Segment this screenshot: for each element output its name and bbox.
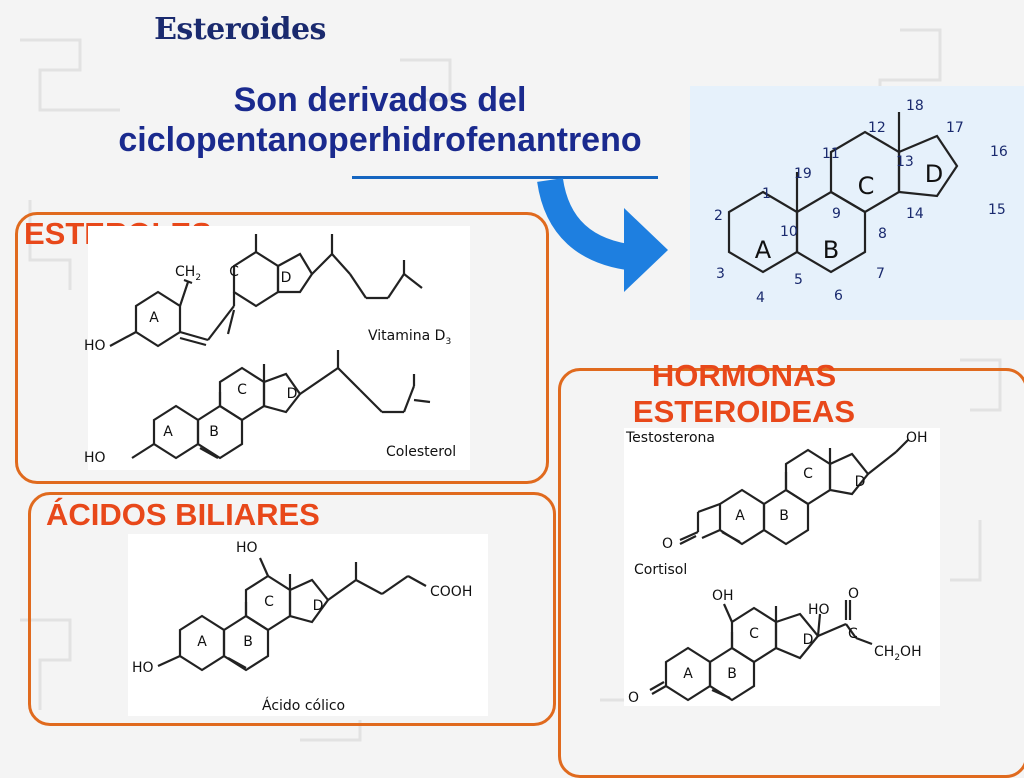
colico-ring-d: D bbox=[313, 598, 324, 614]
acidos-biliares-box bbox=[28, 492, 556, 726]
hormonas-heading-line-1: HORMONAS bbox=[651, 358, 837, 393]
testosterona-oh: OH bbox=[906, 430, 928, 446]
colico-ring-b: B bbox=[243, 634, 253, 650]
testosterona-o: O bbox=[662, 536, 673, 552]
vitamin-ho: HO bbox=[84, 338, 106, 354]
colico-ring-a: A bbox=[197, 634, 207, 650]
slide-title: Esteroides bbox=[154, 12, 326, 47]
nucleus-num-3: 3 bbox=[716, 266, 725, 282]
cortisol-ring-c: C bbox=[749, 626, 759, 642]
cholesterol-ring-b: B bbox=[209, 424, 219, 440]
nucleus-num-2: 2 bbox=[714, 208, 723, 224]
nucleus-num-12: 12 bbox=[868, 120, 886, 136]
nucleus-num-1: 1 bbox=[762, 186, 771, 202]
nucleus-ring-c: C bbox=[858, 172, 875, 200]
vitamin-ch2: CH2 bbox=[175, 264, 201, 283]
cortisol-caption: Cortisol bbox=[634, 562, 687, 578]
nucleus-ring-b: B bbox=[823, 236, 839, 264]
nucleus-panel: A B C D 1 2 3 4 5 6 7 8 9 10 11 12 13 14… bbox=[690, 86, 1024, 320]
colico-cooh: COOH bbox=[430, 584, 472, 600]
nucleus-num-14: 14 bbox=[906, 206, 924, 222]
nucleus-num-11: 11 bbox=[822, 146, 840, 162]
nucleus-num-9: 9 bbox=[832, 206, 841, 222]
esteroles-box bbox=[15, 212, 549, 484]
steroid-nucleus-diagram: A B C D 1 2 3 4 5 6 7 8 9 10 11 12 13 14… bbox=[714, 98, 1008, 306]
testosterona-caption: Testosterona bbox=[625, 430, 715, 446]
nucleus-num-7: 7 bbox=[876, 266, 885, 282]
cortisol-ch2oh: CH2OH bbox=[874, 644, 922, 663]
testosterona-structure: A B C D Testosterona OH O bbox=[625, 430, 928, 552]
curved-arrow-icon bbox=[537, 177, 668, 292]
hormonas-heading-line-2: ESTEROIDEAS bbox=[632, 394, 856, 429]
testosterona-ring-b: B bbox=[779, 508, 789, 524]
subtitle-line-2: ciclopentanoperhidrofenantreno bbox=[118, 121, 642, 159]
nucleus-num-8: 8 bbox=[878, 226, 887, 242]
vitamin-caption: Vitamina D3 bbox=[368, 328, 451, 347]
nucleus-num-4: 4 bbox=[756, 290, 765, 306]
cholesterol-ho: HO bbox=[84, 450, 106, 466]
cortisol-ring-d: D bbox=[803, 632, 814, 648]
colico-ho-left: HO bbox=[132, 660, 154, 676]
cortisol-o-top: O bbox=[848, 586, 859, 602]
cholesterol-ring-d: D bbox=[287, 386, 298, 402]
esteroles-panel: A C D CH2 HO Vitamina D3 A B C D HO C bbox=[84, 226, 470, 470]
colico-caption: Ácido cólico bbox=[262, 697, 345, 714]
testosterona-ring-c: C bbox=[803, 466, 813, 482]
cortisol-oh: OH bbox=[712, 588, 734, 604]
nucleus-num-6: 6 bbox=[834, 288, 843, 304]
slide-subtitle: Son derivados del ciclopentanoperhidrofe… bbox=[60, 80, 700, 160]
nucleus-ring-d: D bbox=[925, 160, 943, 188]
nucleus-num-18: 18 bbox=[906, 98, 924, 114]
cholesterol-caption: Colesterol bbox=[386, 444, 456, 460]
nucleus-num-15: 15 bbox=[988, 202, 1006, 218]
subtitle-line-1: Son derivados del bbox=[233, 81, 527, 119]
testosterona-ring-a: A bbox=[735, 508, 745, 524]
vitamin-ring-c: C bbox=[229, 264, 239, 280]
nucleus-num-5: 5 bbox=[794, 272, 803, 288]
acido-colico-structure: A B C D HO HO COOH Ácido cólico bbox=[132, 540, 472, 714]
nucleus-ring-a: A bbox=[755, 236, 772, 264]
subtitle-underline bbox=[352, 176, 658, 179]
nucleus-num-17: 17 bbox=[946, 120, 964, 136]
cholesterol-ring-a: A bbox=[163, 424, 173, 440]
cholesterol-ring-c: C bbox=[237, 382, 247, 398]
hormonas-heading: HORMONAS ESTEROIDEAS bbox=[620, 358, 868, 430]
vitamin-d3-structure: A C D CH2 HO Vitamina D3 A B C D HO C bbox=[84, 234, 456, 466]
acidos-biliares-heading: ÁCIDOS BILIARES bbox=[46, 497, 320, 532]
hormonas-panel: A B C D Testosterona OH O A B C D bbox=[624, 428, 940, 706]
vitamin-ring-a: A bbox=[149, 310, 159, 326]
cortisol-structure: A B C D Cortisol OH HO O C CH2OH O bbox=[628, 562, 922, 706]
cortisol-c: C bbox=[848, 626, 858, 642]
colico-ring-c: C bbox=[264, 594, 274, 610]
colico-ho-top: HO bbox=[236, 540, 258, 556]
nucleus-num-13: 13 bbox=[896, 154, 914, 170]
nucleus-num-19: 19 bbox=[794, 166, 812, 182]
cortisol-ring-b: B bbox=[727, 666, 737, 682]
cortisol-ho: HO bbox=[808, 602, 830, 618]
nucleus-num-16: 16 bbox=[990, 144, 1008, 160]
cortisol-ring-a: A bbox=[683, 666, 693, 682]
vitamin-ring-d: D bbox=[281, 270, 292, 286]
cortisol-o-left: O bbox=[628, 690, 639, 706]
testosterona-ring-d: D bbox=[855, 474, 866, 490]
nucleus-num-10: 10 bbox=[780, 224, 798, 240]
acidos-panel: A B C D HO HO COOH Ácido cólico bbox=[128, 534, 488, 716]
